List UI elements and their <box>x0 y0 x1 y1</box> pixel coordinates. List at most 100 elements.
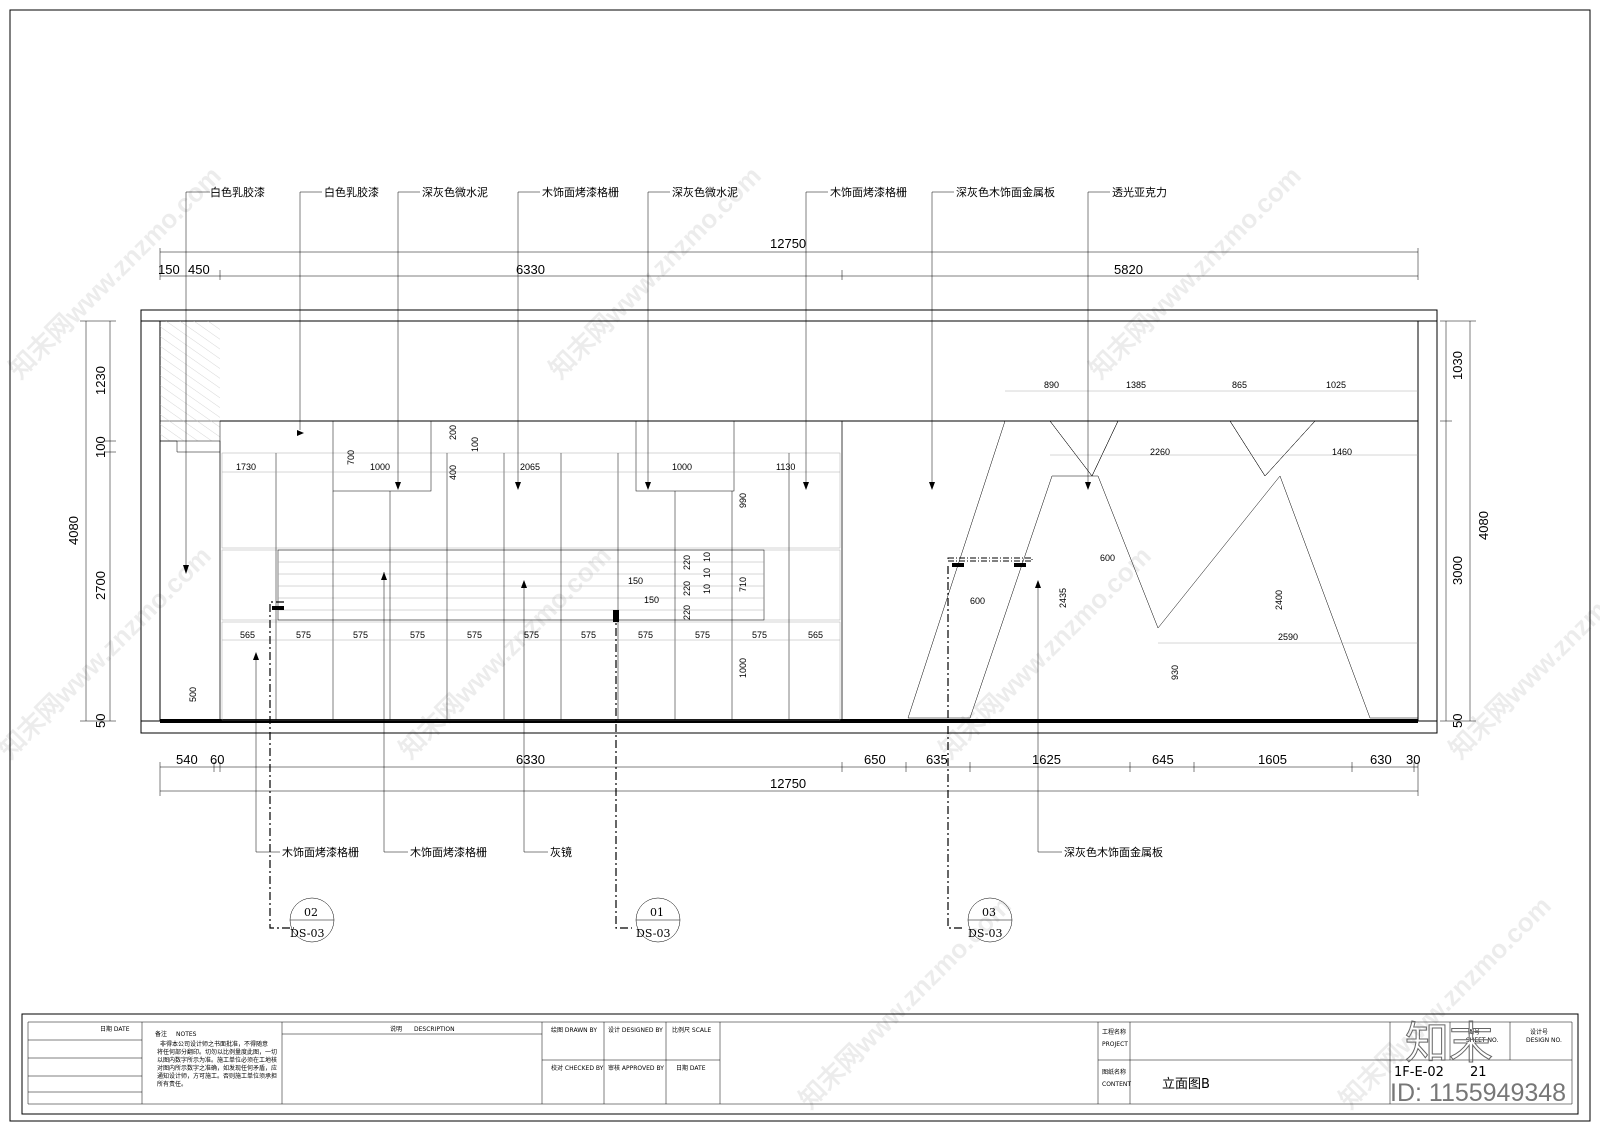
top-dimension-lines <box>159 248 1419 280</box>
dim-grid-top: 1730 <box>236 462 256 472</box>
title-block-frame <box>21 1013 1579 1115</box>
tb-designed-by: 设计 DESIGNED BY <box>608 1026 663 1034</box>
dim-bottom: 635 <box>926 752 948 767</box>
dim-grid-bottom: 575 <box>581 630 596 640</box>
label-micro-cement: 深灰色微水泥 <box>672 185 738 199</box>
svg-text:01: 01 <box>650 906 664 919</box>
label-white-latex: 白色乳胶漆 <box>210 185 265 199</box>
dim-bottom: 1605 <box>1258 752 1287 767</box>
tb-content-value: 立面图B <box>1162 1077 1210 1092</box>
section-tag-03[interactable]: 03 DS-03 <box>967 897 1013 943</box>
mirror-lines <box>278 561 764 611</box>
dim-mirror-h: 150 <box>628 576 643 586</box>
brand-logo: 知末 <box>1405 1018 1493 1069</box>
dim-small-v: 200 <box>448 425 458 440</box>
dim-grid-bottom: 575 <box>353 630 368 640</box>
section-cut-lines <box>269 566 962 929</box>
tb-notes: 备注 <box>155 1030 167 1038</box>
dim-left: 100 <box>93 436 108 458</box>
concrete-box-2 <box>635 420 735 492</box>
tb-notes-en: NOTES <box>176 1031 197 1038</box>
tb-notes-text: 非得本公司设计师之书面批准，不得随意 <box>160 1040 268 1048</box>
ceiling-slab <box>140 309 1438 322</box>
label-white-latex: 白色乳胶漆 <box>324 185 379 199</box>
tb-drawn-by: 绘图 DRAWN BY <box>551 1026 597 1034</box>
grey-mirror <box>277 549 765 621</box>
tb-page-value: 21 <box>1470 1065 1487 1080</box>
svg-text:DS-03: DS-03 <box>290 927 324 940</box>
label-metal-panel: 深灰色木饰面金属板 <box>956 185 1055 199</box>
dim-bottom: 6330 <box>516 752 545 767</box>
dim-bottom: 540 <box>176 752 198 767</box>
grating-upper <box>221 452 841 549</box>
right-dimension-lines <box>1440 320 1476 722</box>
label-acrylic: 透光亚克力 <box>1112 185 1167 199</box>
dim-grid-bottom: 575 <box>695 630 710 640</box>
tb-content-en: CONTENT <box>1102 1081 1131 1088</box>
grating-lower <box>221 621 841 721</box>
tb-scale: 比例尺 SCALE <box>672 1026 711 1034</box>
dim-left: 50 <box>93 714 108 728</box>
tb-sheet-no-value: 1F-E-02 <box>1394 1065 1444 1080</box>
sheet-border <box>9 9 1591 1122</box>
ceiling-zone <box>159 320 1419 422</box>
dim-grid-bottom: 575 <box>467 630 482 640</box>
tb-notes-text: 所有责任。 <box>157 1080 187 1088</box>
dim-right-panel: 930 <box>1170 665 1180 680</box>
dim-ceiling: 865 <box>1232 380 1247 390</box>
tb-approved-by: 审核 APPROVED BY <box>608 1064 664 1072</box>
dim-mirror-v: 10 <box>702 568 712 578</box>
dim-bottom: 60 <box>210 752 224 767</box>
dim-mid-v: 990 <box>738 493 748 508</box>
dim-right: 50 <box>1450 714 1465 728</box>
dim-mirror-v: 10 <box>702 584 712 594</box>
door-marker <box>947 557 1033 562</box>
tb-project-en: PROJECT <box>1102 1041 1128 1048</box>
label-micro-cement: 深灰色微水泥 <box>422 185 488 199</box>
dim-mirror-v: 220 <box>682 605 692 620</box>
tb-notes-text: 通知设计师，方可施工。否则施工单位须承担 <box>157 1072 277 1080</box>
dim-right: 1030 <box>1450 351 1465 380</box>
dim-top: 5820 <box>1114 262 1143 277</box>
watermark-text: 知末网www.znzmo.com <box>933 540 1157 764</box>
dim-grid-top: 1000 <box>672 462 692 472</box>
dim-mid-v: 1000 <box>738 658 748 678</box>
panel-dividers <box>275 453 790 720</box>
tb-checked-by: 校对 CHECKED BY <box>551 1064 604 1072</box>
dim-right-panel: 2435 <box>1058 588 1068 608</box>
label-metal-panel: 深灰色木饰面金属板 <box>1064 845 1163 859</box>
watermark-text: 知末网www.znzmo.com <box>0 540 217 764</box>
title-block-grid <box>27 1021 1573 1105</box>
section-tag-02[interactable]: 02 DS-03 <box>289 897 335 943</box>
dim-bottom: 30 <box>1406 752 1420 767</box>
section-tag-01[interactable]: 01 DS-03 <box>635 897 681 943</box>
dim-right-panel: 2400 <box>1274 590 1284 610</box>
dim-grid-top: 1000 <box>370 462 390 472</box>
svg-text:DS-03: DS-03 <box>968 927 1002 940</box>
label-wood-grating: 木饰面烤漆格栅 <box>410 845 487 859</box>
tb-date2: 日期 DATE <box>676 1064 706 1072</box>
bottom-dimension-lines <box>159 762 1419 796</box>
tb-notes-text: 对图内所示数字之准确，如发现任何矛盾，应 <box>157 1064 277 1072</box>
ceiling-drop <box>160 321 220 441</box>
dim-ceiling: 1025 <box>1326 380 1346 390</box>
dim-mid-v: 710 <box>738 577 748 592</box>
dim-grid-bottom: 565 <box>808 630 823 640</box>
dim-left: 1230 <box>93 366 108 395</box>
left-dimension-lines <box>80 320 116 722</box>
dim-right-panel: 600 <box>970 596 985 606</box>
dim-grid-bottom: 575 <box>410 630 425 640</box>
dim-mirror-v: 220 <box>682 555 692 570</box>
dim-right: 3000 <box>1450 556 1465 585</box>
dim-grid-bottom: 565 <box>240 630 255 640</box>
dim-ceiling: 1385 <box>1126 380 1146 390</box>
dim-small-v: 700 <box>346 450 356 465</box>
tb-description-en: DESCRIPTION <box>414 1026 455 1033</box>
acrylic-letter-m <box>907 420 1419 719</box>
cornice <box>160 440 220 453</box>
dim-right-panel: 1460 <box>1332 447 1352 457</box>
top-leaders <box>185 191 1110 570</box>
dim-bottom: 650 <box>864 752 886 767</box>
right-wall <box>1417 320 1438 722</box>
